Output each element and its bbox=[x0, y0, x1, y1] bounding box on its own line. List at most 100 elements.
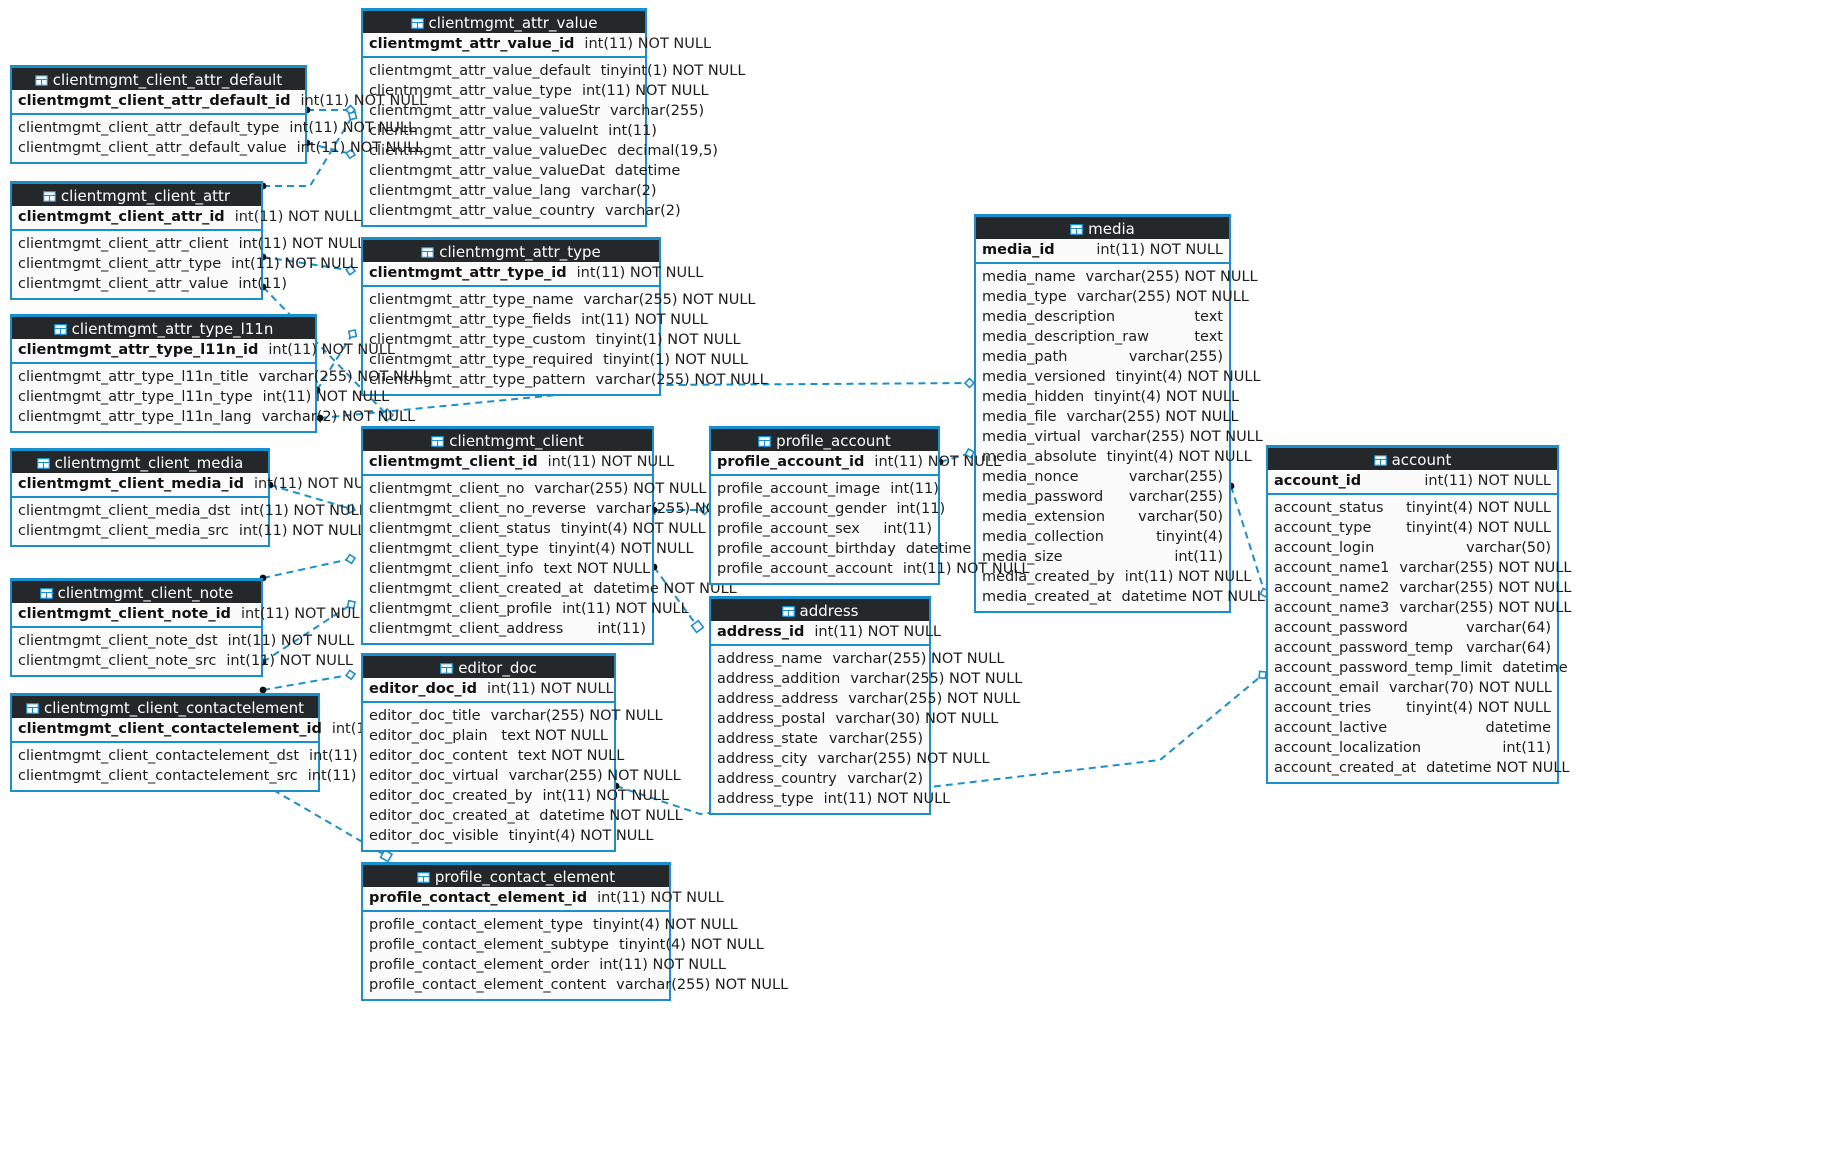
er-table-clientmgmt_client_note[interactable]: clientmgmt_client_note clientmgmt_client_… bbox=[10, 578, 368, 677]
table-header-account[interactable]: account bbox=[1268, 445, 1557, 470]
table-header-editor_doc[interactable]: editor_doc bbox=[363, 653, 614, 678]
table-header-media[interactable]: media bbox=[976, 214, 1229, 239]
table-header-clientmgmt_client_media[interactable]: clientmgmt_client_media bbox=[12, 448, 268, 473]
table-header-clientmgmt_client_note[interactable]: clientmgmt_client_note bbox=[12, 578, 261, 603]
table-header-clientmgmt_client_attr[interactable]: clientmgmt_client_attr bbox=[12, 181, 261, 206]
table-header-profile_account[interactable]: profile_account bbox=[711, 426, 938, 451]
table-header-address[interactable]: address bbox=[711, 596, 929, 621]
table-header-clientmgmt_attr_value[interactable]: clientmgmt_attr_value bbox=[363, 8, 645, 33]
table-header-clientmgmt_client_attr_default[interactable]: clientmgmt_client_attr_default bbox=[12, 65, 305, 90]
table-header-clientmgmt_attr_type_l11n[interactable]: clientmgmt_attr_type_l11n bbox=[12, 314, 315, 339]
